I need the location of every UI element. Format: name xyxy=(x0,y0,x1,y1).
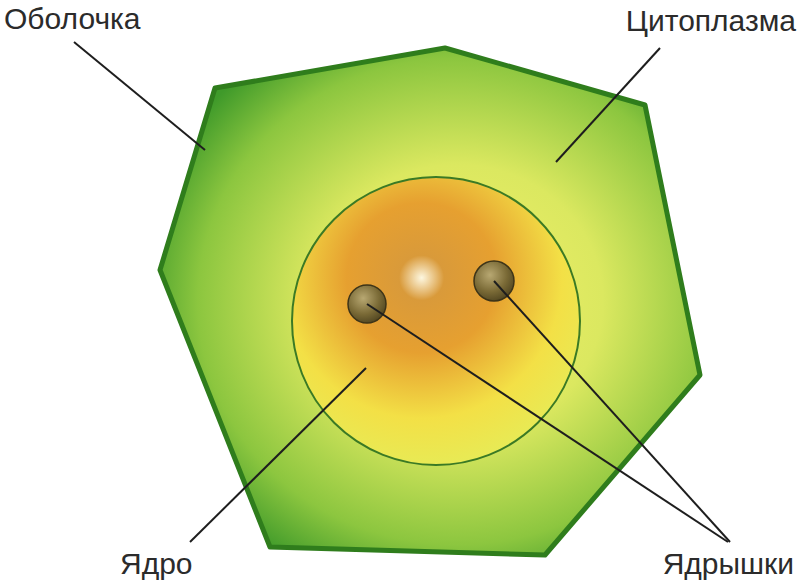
leader-line xyxy=(190,368,366,542)
leader-line xyxy=(556,48,660,162)
nucleus xyxy=(292,177,580,465)
leader-line xyxy=(494,281,730,542)
cell-wall xyxy=(160,48,700,555)
part-label: Ядрышки xyxy=(663,549,794,579)
part-label: Цитоплазма xyxy=(626,6,796,36)
leader-lines xyxy=(74,42,730,542)
part-label: Ядро xyxy=(120,549,193,579)
part-label: Оболочка xyxy=(4,4,141,34)
leader-line xyxy=(74,42,205,150)
